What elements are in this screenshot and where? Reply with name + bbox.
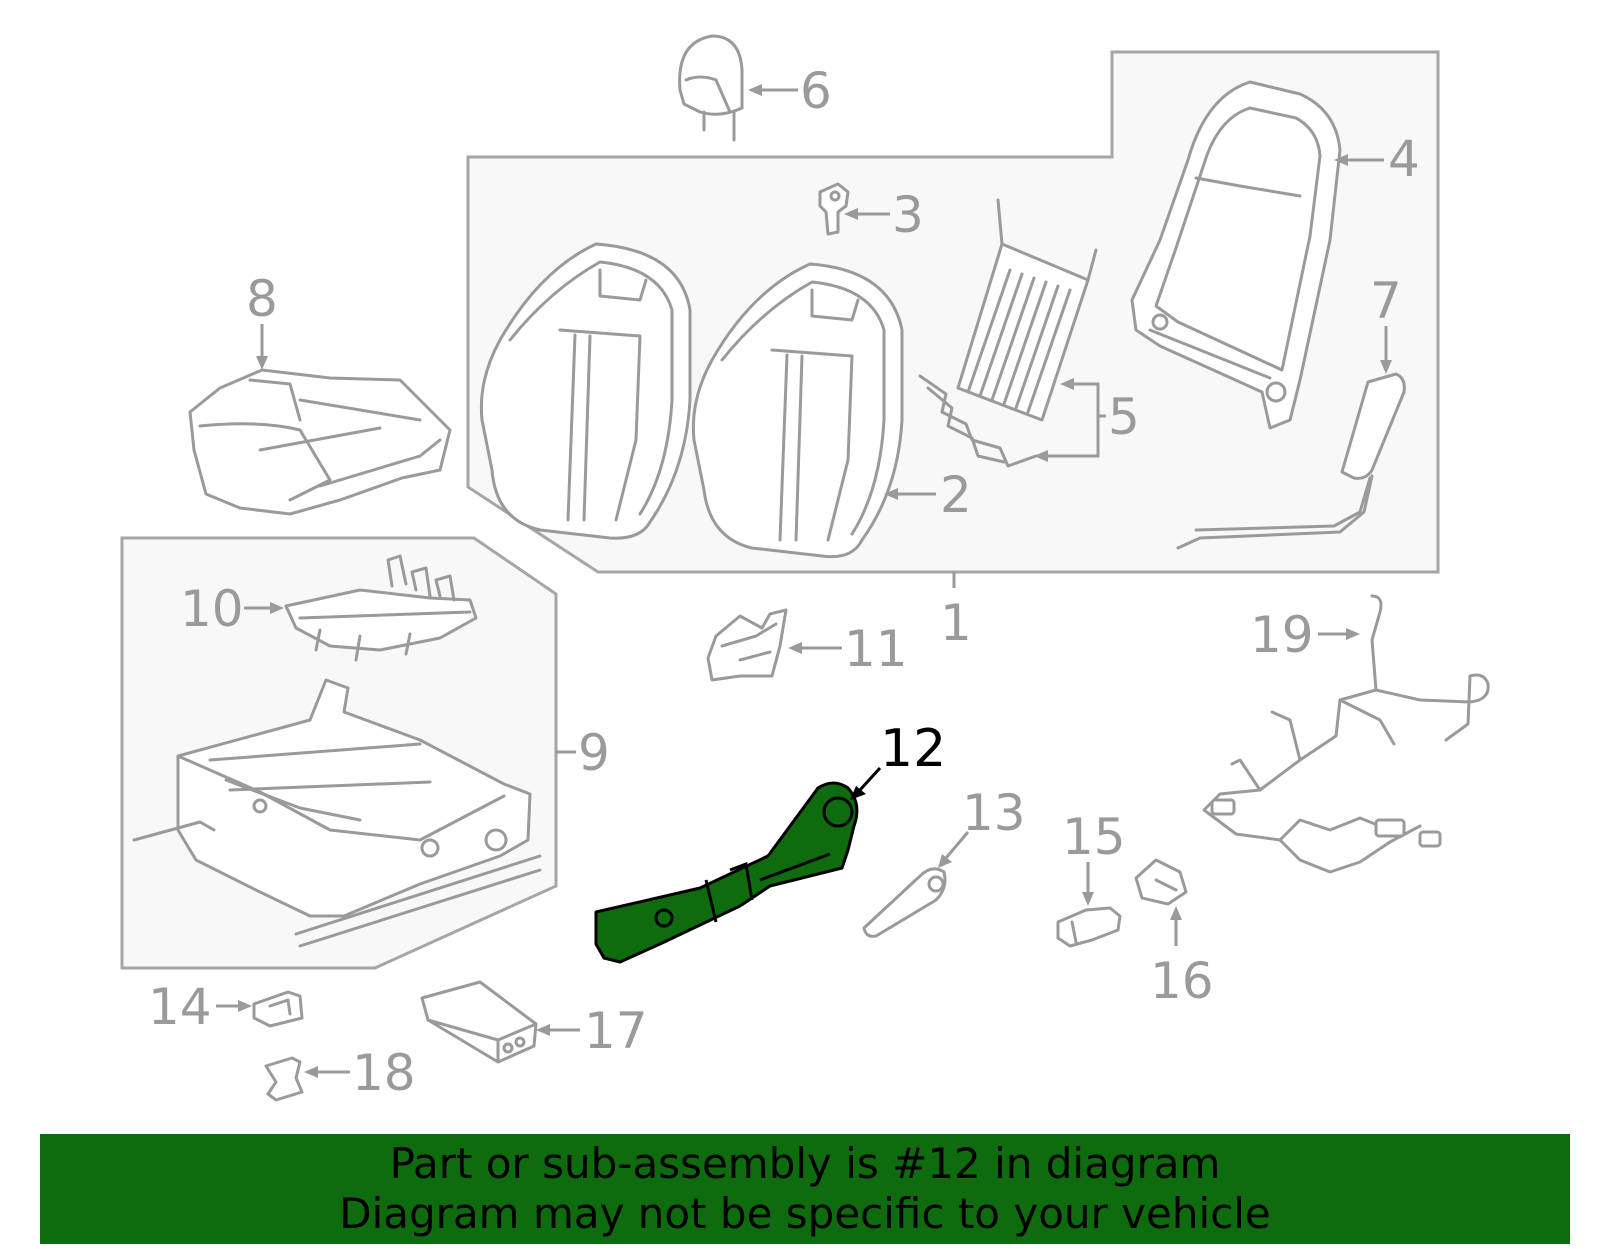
callout-19: 19: [1250, 606, 1314, 664]
callout-10: 10: [180, 580, 244, 638]
side-shield-highlighted-icon[interactable]: [594, 781, 859, 964]
callout-2: 2: [940, 466, 972, 524]
recliner-handle-icon[interactable]: [862, 867, 947, 938]
callout-15: 15: [1062, 808, 1126, 866]
leader-lines: [216, 84, 1392, 1078]
callout-12-highlighted: 12: [880, 719, 946, 779]
callout-5: 5: [1108, 388, 1140, 446]
small-bracket-icon[interactable]: [264, 1056, 304, 1102]
connector-icon[interactable]: [1056, 906, 1122, 948]
diagram-notice-banner: Part or sub-assembly is #12 in diagram D…: [40, 1134, 1570, 1244]
callout-9: 9: [578, 724, 610, 782]
callout-6: 6: [800, 62, 832, 120]
headrest-icon[interactable]: [678, 34, 744, 142]
banner-line-1: Part or sub-assembly is #12 in diagram: [389, 1139, 1221, 1188]
callout-3: 3: [892, 186, 924, 244]
control-module-icon[interactable]: [420, 980, 538, 1064]
callout-16: 16: [1150, 952, 1214, 1010]
seat-cushion-icon[interactable]: [188, 368, 452, 516]
callout-13: 13: [962, 784, 1026, 842]
seat-back-cushion-icon[interactable]: [691, 262, 904, 559]
callout-11: 11: [844, 620, 908, 678]
cushion-pan-icon[interactable]: [284, 554, 478, 662]
callout-17: 17: [584, 1002, 648, 1060]
clip-icon[interactable]: [818, 182, 850, 236]
callout-18: 18: [352, 1044, 416, 1102]
retainer-clip-icon[interactable]: [252, 990, 304, 1028]
banner-line-2: Diagram may not be specific to your vehi…: [339, 1189, 1271, 1238]
callout-7: 7: [1370, 272, 1402, 330]
seat-back-frame-icon[interactable]: [1130, 80, 1342, 430]
sensor-icon[interactable]: [1134, 858, 1188, 906]
lumbar-support-icon[interactable]: [918, 198, 1098, 468]
seat-back-cover-rear-icon[interactable]: [479, 242, 692, 540]
side-airbag-icon[interactable]: [1176, 372, 1406, 550]
wiring-harness-icon[interactable]: [1202, 594, 1490, 874]
callout-8: 8: [246, 270, 278, 328]
callout-14: 14: [148, 978, 212, 1036]
callout-4: 4: [1388, 130, 1420, 188]
recliner-cover-bracket-icon[interactable]: [706, 608, 788, 682]
seat-track-frame-icon[interactable]: [132, 678, 542, 948]
callout-1: 1: [940, 594, 972, 652]
